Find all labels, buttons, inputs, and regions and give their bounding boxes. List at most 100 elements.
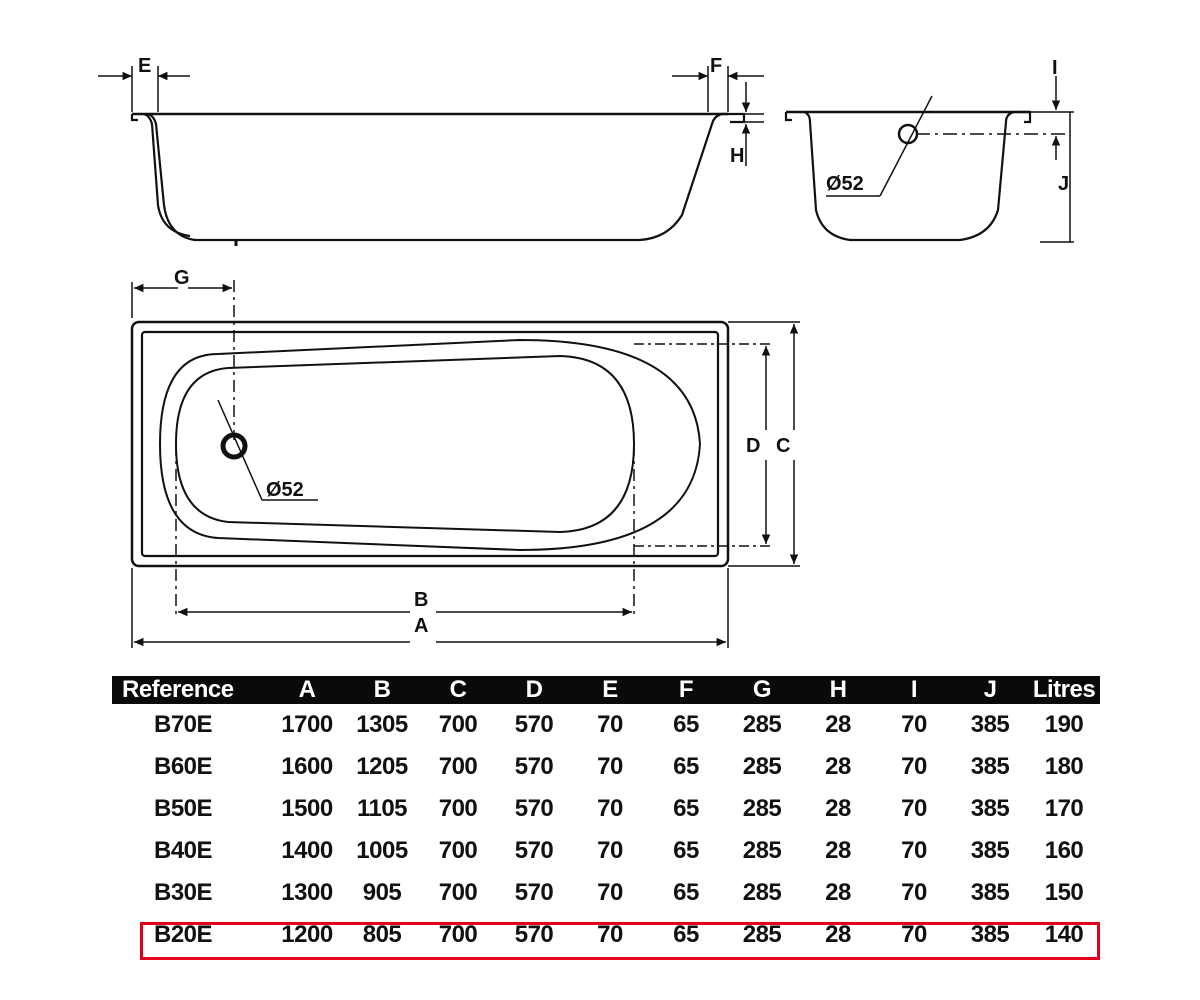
header-a: A xyxy=(270,676,344,704)
cell: 1300 xyxy=(281,879,333,906)
cell: 70 xyxy=(901,711,927,738)
cell: 385 xyxy=(970,753,1010,780)
cell: 65 xyxy=(673,837,699,864)
cell: 700 xyxy=(438,711,478,738)
cell: B60E xyxy=(154,753,213,780)
cell: 70 xyxy=(901,795,927,822)
cell: 570 xyxy=(514,753,554,780)
cell: 285 xyxy=(742,921,782,948)
cell: B40E xyxy=(154,837,213,864)
end-view xyxy=(784,76,1074,243)
cell: 70 xyxy=(597,795,623,822)
cell: 285 xyxy=(742,711,782,738)
top-view xyxy=(130,280,800,648)
table-header-row: Reference A B C D E F G H I J Litres xyxy=(112,676,1100,704)
label-i: I xyxy=(1052,57,1058,79)
cell: 28 xyxy=(825,711,851,738)
table-row-highlighted: B20E 1200 805 700 570 70 65 285 28 70 38… xyxy=(112,914,1100,956)
cell: 140 xyxy=(1044,921,1084,948)
cell: 70 xyxy=(597,879,623,906)
cell: 1005 xyxy=(356,837,408,864)
cell: 570 xyxy=(514,711,554,738)
cell: 70 xyxy=(597,921,623,948)
cell: 285 xyxy=(742,795,782,822)
cell: 570 xyxy=(514,795,554,822)
cell: 28 xyxy=(825,837,851,864)
cell: 570 xyxy=(514,837,554,864)
cell: 28 xyxy=(825,753,851,780)
cell: 700 xyxy=(438,795,478,822)
cell: 180 xyxy=(1044,753,1084,780)
cell: 1400 xyxy=(281,837,333,864)
cell: 70 xyxy=(901,837,927,864)
header-d: D xyxy=(496,676,572,704)
cell: 28 xyxy=(825,795,851,822)
cell: 1105 xyxy=(356,795,408,822)
label-d: D xyxy=(746,435,760,457)
cell: 700 xyxy=(438,921,478,948)
cell: 805 xyxy=(362,921,402,948)
side-view xyxy=(98,66,764,246)
cell: 1205 xyxy=(356,753,408,780)
cell: 385 xyxy=(970,879,1010,906)
cell: 28 xyxy=(825,921,851,948)
end-drain-label: Ø52 xyxy=(826,173,864,195)
cell: 70 xyxy=(597,837,623,864)
cell: B20E xyxy=(154,921,213,948)
cell: 28 xyxy=(825,879,851,906)
header-g: G xyxy=(724,676,800,704)
label-f: F xyxy=(710,55,722,77)
cell: 1700 xyxy=(281,711,333,738)
cell: 70 xyxy=(597,753,623,780)
cell: 65 xyxy=(673,921,699,948)
cell: 1200 xyxy=(281,921,333,948)
cell: 700 xyxy=(438,879,478,906)
cell: 285 xyxy=(742,879,782,906)
cell: B70E xyxy=(154,711,213,738)
label-g: G xyxy=(174,267,190,289)
cell: 70 xyxy=(901,753,927,780)
cell: 385 xyxy=(970,711,1010,738)
cell: 170 xyxy=(1044,795,1084,822)
specification-table: Reference A B C D E F G H I J Litres B70… xyxy=(112,676,1100,956)
cell: 70 xyxy=(901,921,927,948)
cell: 385 xyxy=(970,837,1010,864)
highlight-box xyxy=(140,922,1100,960)
header-c: C xyxy=(420,676,496,704)
table-row: B70E 1700 1305 700 570 70 65 285 28 70 3… xyxy=(112,704,1100,746)
header-b: B xyxy=(344,676,420,704)
top-drain-label: Ø52 xyxy=(266,479,304,501)
cell: 905 xyxy=(362,879,402,906)
label-j: J xyxy=(1058,173,1069,195)
header-litres: Litres xyxy=(1028,676,1100,704)
header-j: J xyxy=(952,676,1028,704)
cell: 385 xyxy=(970,795,1010,822)
cell: B30E xyxy=(154,879,213,906)
cell: 1305 xyxy=(356,711,408,738)
header-h: H xyxy=(800,676,876,704)
cell: 150 xyxy=(1044,879,1084,906)
cell: 570 xyxy=(514,921,554,948)
cell: 1600 xyxy=(281,753,333,780)
header-reference: Reference xyxy=(112,676,270,704)
header-f: F xyxy=(648,676,724,704)
bathtub-technical-drawing: E F H I J Ø52 xyxy=(98,55,1074,648)
label-e: E xyxy=(138,55,151,77)
cell: 70 xyxy=(597,711,623,738)
cell: 160 xyxy=(1044,837,1084,864)
cell: 65 xyxy=(673,795,699,822)
label-b: B xyxy=(414,589,428,611)
cell: 285 xyxy=(742,837,782,864)
table-row: B40E 1400 1005 700 570 70 65 285 28 70 3… xyxy=(112,830,1100,872)
cell: 385 xyxy=(970,921,1010,948)
cell: 70 xyxy=(901,879,927,906)
cell: 65 xyxy=(673,753,699,780)
header-e: E xyxy=(572,676,648,704)
cell: B50E xyxy=(154,795,213,822)
cell: 285 xyxy=(742,753,782,780)
table-row: B60E 1600 1205 700 570 70 65 285 28 70 3… xyxy=(112,746,1100,788)
cell: 190 xyxy=(1044,711,1084,738)
cell: 700 xyxy=(438,753,478,780)
table-row: B50E 1500 1105 700 570 70 65 285 28 70 3… xyxy=(112,788,1100,830)
cell: 700 xyxy=(438,837,478,864)
